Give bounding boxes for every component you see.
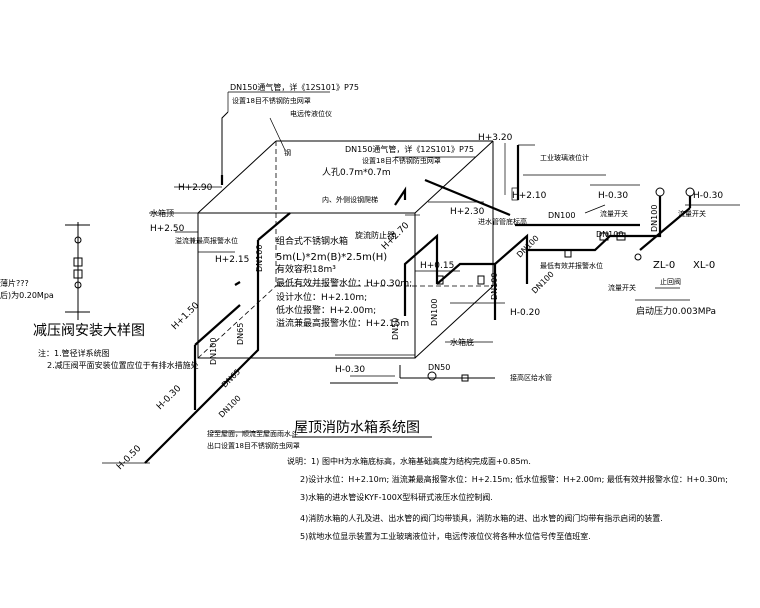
pipe-dn100-d: DN100 xyxy=(430,299,439,326)
tank-dims: 5m(L)*2m(B)*2.5m(H) xyxy=(276,252,387,263)
tank-lowest-alarm: 最低有效并报警水位：H+0.30m; xyxy=(276,277,412,289)
flow-switch-1: 流量开关 xyxy=(600,209,628,218)
tank-label: 组合式不锈钢水箱 xyxy=(276,235,348,247)
elev-h290: H+2.90 xyxy=(178,183,213,193)
zl-label: ZL-0 xyxy=(653,260,675,271)
detail-partial-1: 薄片??? xyxy=(0,278,29,288)
water-tank-box xyxy=(197,140,494,359)
start-pressure-label: 启动压力0.003MPa xyxy=(636,305,716,317)
roof-drain-label-1: 接至屋面，顺流至屋面雨水斗 xyxy=(207,429,298,438)
vent-left-line1: DN150通气管，详《12S101》P75 xyxy=(230,82,359,92)
pipe-dn100-e: DN100 xyxy=(490,273,499,300)
anchor-label: 钢 xyxy=(284,148,291,157)
pipe-dn100-j: DN100 xyxy=(650,205,659,232)
elev-h030a: H-0.30 xyxy=(335,365,365,375)
main-title: 屋顶消防水箱系统图 xyxy=(294,420,420,436)
vent-left-line2: 设置18目不锈钢防虫网罩 xyxy=(232,96,311,105)
flow-switch-lower: 流量开关 xyxy=(608,283,636,292)
tank-volume: 有效容积18m³ xyxy=(276,263,336,275)
inlet-float-label: 进水管管底标高 xyxy=(478,217,527,226)
tank-manhole: 人孔0.7m*0.7m xyxy=(322,167,391,178)
elev-h030b: H-0.30 xyxy=(155,384,184,413)
tank-design-level: 设计水位：H+2.10m; xyxy=(276,291,367,303)
elev-h250: H+2.50 xyxy=(150,224,185,234)
detail-partial-2: 后)为0.20Mpa xyxy=(0,290,54,300)
detail-note-2: 2.减压阀平面安装位置应位于有排水措施处 xyxy=(47,360,199,370)
elev-h020: H-0.20 xyxy=(510,308,540,318)
level-gauge-label: 工业玻璃液位计 xyxy=(540,153,589,162)
note-2: 2)设计水位：H+2.10m; 溢流兼最高报警水位：H+2.15m; 低水位报警… xyxy=(300,474,728,484)
prv-detail xyxy=(65,222,90,320)
supply-label: 接高区给水管 xyxy=(510,373,552,382)
flow-switch-2: 流量开关 xyxy=(678,209,706,218)
note-1: 图中H为水箱底标高，水箱基础高度为结构完成面+0.85m. xyxy=(322,456,531,466)
elev-h030d: H-0.30 xyxy=(693,191,723,201)
lowest-alarm-level-label: 最低有效并报警水位 xyxy=(540,261,603,270)
overflow-high-label: 溢流兼最高报警水位 xyxy=(175,236,238,245)
pipe-dn65-b: DN65 xyxy=(220,367,242,389)
tank-vortex: 旋流防止器 xyxy=(355,230,395,240)
xl-label: XL-0 xyxy=(693,260,715,271)
pipe-dn100-f: DN100 xyxy=(530,270,556,296)
vent-pipes xyxy=(220,91,606,201)
pipe-dn100-c: DN100 xyxy=(217,394,243,420)
pipe-dn65-a: DN65 xyxy=(236,323,245,345)
detail-note-1: 注：1.管径详系统图 xyxy=(38,348,110,358)
elev-h230: H+2.30 xyxy=(450,207,485,217)
elev-h215: H+2.15 xyxy=(215,255,249,265)
elev-h015: H+0.15 xyxy=(420,261,454,271)
tank-overflow-alarm: 溢流兼最高报警水位：H+2.15m xyxy=(276,317,409,329)
elev-h320: H+3.20 xyxy=(478,133,513,143)
elev-h030c: H-0.30 xyxy=(598,191,628,201)
tank-bottom: 水箱底 xyxy=(450,337,474,347)
roof-drain-label-2: 出口设置18目不锈钢防虫网罩 xyxy=(207,441,300,450)
tank-ladder: 内、外侧设钢爬梯 xyxy=(322,195,378,204)
pipe-dn100-a: DN100 xyxy=(255,245,264,272)
pipe-dn100-i: DN100 xyxy=(596,230,623,239)
note-4: 4)消防水箱的人孔及进、出水管的阀门均带锁具，消防水箱的进、出水管的阀门均带有指… xyxy=(300,513,663,523)
tank-top: 水箱顶 xyxy=(150,208,174,218)
note-5: 5)就地水位显示装置为工业玻璃液位计，电远传液位仪将各种水位信号传至值班室. xyxy=(300,531,591,541)
vent-right-line1: DN150通气管，详《12S101》P75 xyxy=(345,144,474,154)
valves xyxy=(436,187,695,382)
detail-title: 减压阀安装大样图 xyxy=(33,323,145,339)
notes-head: 说明：1) xyxy=(287,456,319,466)
pipe-dn100-h: DN100 xyxy=(548,211,575,220)
pipe-dn50-a: DN50 xyxy=(391,318,400,340)
pipe-dn50-b: DN50 xyxy=(428,363,450,372)
note-3: 3)水箱的进水管设KYF-100X型科研式液压水位控制阀. xyxy=(300,492,493,502)
pipe-dn100-b: DN100 xyxy=(209,338,218,365)
leader-lines xyxy=(102,184,740,464)
system-piping xyxy=(144,178,692,464)
tank-low-alarm: 低水位报警：H+2.00m; xyxy=(276,304,376,316)
vent-right-line2: 设置18目不锈钢防虫网罩 xyxy=(362,156,441,165)
vent-left-line3: 电远传液位仪 xyxy=(290,109,332,118)
elev-h210: H+2.10 xyxy=(512,191,547,201)
elev-h050: H-0.50 xyxy=(115,444,144,473)
check-valve-label: 止回阀 xyxy=(660,277,681,286)
elev-h150: H+1.50 xyxy=(170,301,202,333)
